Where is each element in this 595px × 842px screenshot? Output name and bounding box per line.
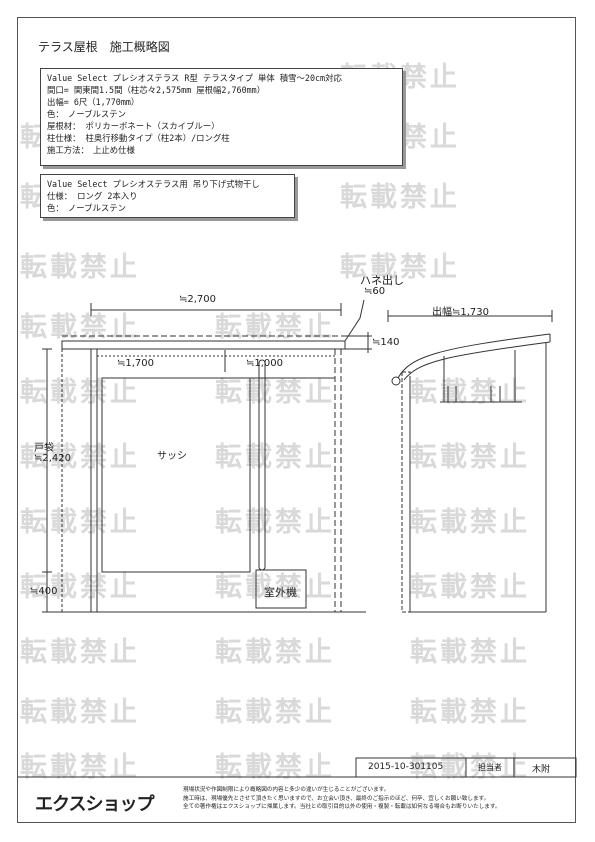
width-total-label: ≒2,700 (179, 294, 217, 305)
watermark-text: 転載禁止 (410, 377, 530, 408)
note-line: 施工時は、現場優先とさせて頂きたく思いますので、お立会い頂き、最終のご指示のほど… (183, 795, 490, 802)
spec-line: 色： ノーブルステン (47, 203, 127, 213)
drawing-code: 2015-10-301105 (368, 762, 444, 772)
watermark-text: 転載禁止 (215, 637, 335, 668)
base-400-label: ≒400 (30, 586, 58, 597)
watermark-text: 転載禁止 (20, 377, 140, 408)
left-span-label: ≒1,700 (117, 358, 155, 369)
watermark-text: 転載禁止 (20, 442, 140, 473)
watermark-text: 転載禁止 (20, 312, 140, 343)
page-frame (17, 17, 576, 823)
note-line: 全ての著作権はエクスショップに帰属します。当社との取引目的以外の使用・複製・転載… (183, 804, 501, 810)
right-span-label: ≒1,000 (246, 358, 284, 369)
watermark-text: 転載禁止 (20, 252, 140, 283)
spec-line: 屋根材： ポリカーボネート（スカイブルー） (47, 121, 220, 131)
watermark-text: 転載禁止 (340, 252, 460, 283)
sash-window (101, 377, 251, 573)
watermark-text: 転載禁止 (20, 637, 140, 668)
ac-unit-box (255, 569, 307, 609)
post-left (90, 348, 98, 613)
note-line: 現場状況や作図制限により概略図の内容と多少の違いが生じることがございます。 (183, 787, 390, 793)
watermark-text: 転載禁止 (215, 572, 335, 603)
door-pocket-value: ≒2,420 (34, 453, 72, 464)
company-logo: エクスショップ (35, 794, 154, 815)
ac-unit-label: 室外機 (264, 586, 297, 599)
watermark-text: 転載禁止 (215, 442, 335, 473)
spec-line: 柱仕様： 柱奥行移動タイプ（柱2本）/ロング柱 (47, 133, 230, 143)
watermark-text: 転載禁止 (20, 697, 140, 728)
spec-line: Value Select プレシオステラス用 吊り下げ式物干し (47, 179, 260, 189)
height-140-label: ≒140 (372, 337, 400, 348)
watermark-text: 転載禁止 (340, 182, 460, 213)
watermark-text: 転載禁止 (215, 697, 335, 728)
staff-name: 木附 (532, 765, 551, 775)
watermark-text: 転載禁止 (410, 507, 530, 538)
side-roof-curve (397, 333, 551, 379)
overhang-title: ハネ出し (360, 274, 404, 287)
watermark-text: 転載禁止 (410, 697, 530, 728)
spec-box-roof: Value Select プレシオステラス R型 テラスタイプ 単体 積雪～20… (40, 68, 403, 166)
spec-line: Value Select プレシオステラス R型 テラスタイプ 単体 積雪～20… (47, 73, 342, 83)
roof-beam (61, 340, 346, 350)
spec-line: 間口= 関東間1.5間（柱芯々2,575mm 屋根幅2,760mm） (47, 85, 266, 95)
watermark-text: 転載禁止 (215, 377, 335, 408)
watermark-text: 転載禁止 (410, 752, 530, 783)
overhang-value: ≒60 (364, 286, 386, 297)
page-title: テラス屋根 施工概略図 (38, 40, 170, 54)
footer-notes: 現場状況や作図制限により概略図の内容と多少の違いが生じることがございます。 施工… (183, 786, 563, 812)
spec-line: 出幅= 6尺（1,770mm） (47, 97, 140, 107)
depth-label: 出幅≒1,730 (432, 307, 490, 318)
watermark-text: 転載禁止 (20, 572, 140, 603)
watermark-text: 転載禁止 (215, 752, 335, 783)
staff-label: 担当者 (478, 763, 502, 772)
spec-line: 施工方法： 上止め仕様 (47, 145, 135, 155)
watermark-text: 転載禁止 (410, 637, 530, 668)
watermark-text: 転載禁止 (410, 572, 530, 603)
spec-line: 色： ノーブルステン (47, 109, 127, 119)
watermark-text: 転載禁止 (20, 507, 140, 538)
watermark-text: 転載禁止 (215, 312, 335, 343)
door-pocket-title: 戸袋 (34, 443, 54, 454)
sash-label: サッシ (157, 451, 187, 462)
watermark-text: 転載禁止 (215, 507, 335, 538)
drain-pipe (258, 359, 266, 571)
spec-box-clothesline: Value Select プレシオステラス用 吊り下げ式物干し 仕様： ロング … (40, 174, 295, 218)
spec-line: 仕様： ロング 2本入り (47, 191, 138, 201)
side-post (401, 371, 411, 613)
watermark-text: 転載禁止 (20, 752, 140, 783)
watermark-text: 転載禁止 (410, 442, 530, 473)
